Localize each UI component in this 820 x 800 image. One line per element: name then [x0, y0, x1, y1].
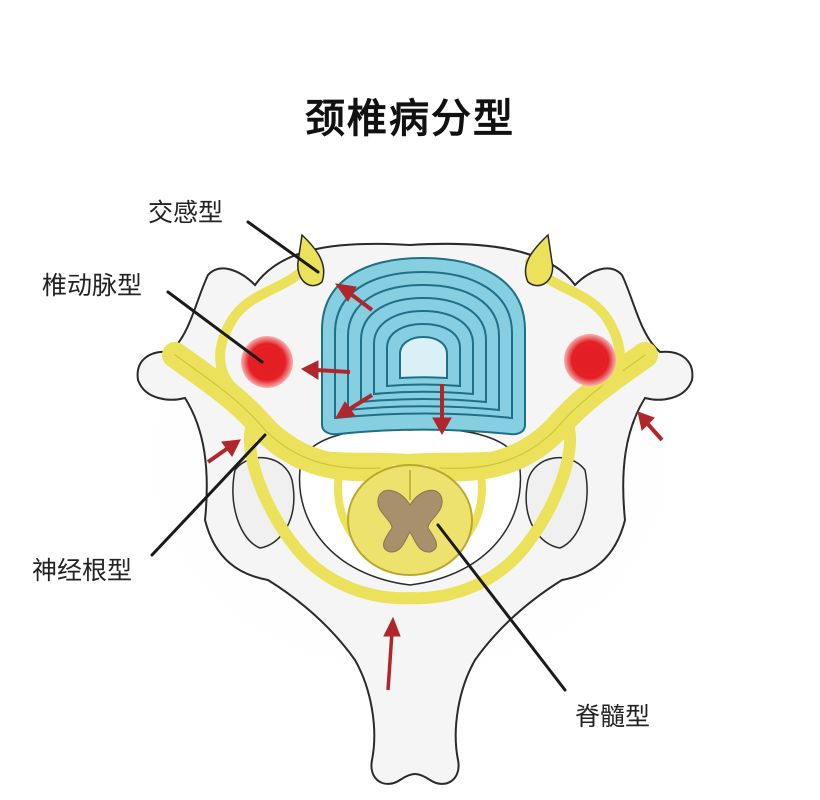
- page-title: 颈椎病分型: [305, 96, 515, 142]
- arrow-artery: [300, 360, 351, 380]
- left-nerve-root-outline: [174, 354, 381, 469]
- right-sympathetic-trunk: [525, 257, 625, 400]
- leader-nerve-root: [150, 433, 267, 557]
- label-vertebral-artery: 椎动脉型: [42, 271, 143, 300]
- gray-matter: [377, 490, 443, 553]
- dural-sac-band: [243, 410, 577, 605]
- arrow-posterior: [383, 616, 401, 691]
- label-nerve-root: 神经根型: [32, 556, 133, 585]
- label-sympathetic: 交感型: [148, 198, 224, 227]
- arrow-left-root: [335, 393, 374, 419]
- left-sympathetic-trunk: [215, 257, 315, 400]
- left-vertebral-artery-core: [252, 347, 282, 377]
- arrow-right-root: [637, 411, 664, 442]
- right-vertebral-artery-core: [575, 345, 605, 375]
- leader-vertebral-artery: [166, 290, 264, 364]
- leader-lines: [150, 220, 567, 692]
- label-spinal-cord: 脊髓型: [575, 702, 651, 731]
- arrow-sympathetic: [334, 283, 374, 312]
- intervertebral-disc: [321, 256, 526, 436]
- compression-arrows: [206, 283, 664, 691]
- arrow-left-foramen: [206, 439, 241, 464]
- spinal-cord: [347, 464, 473, 576]
- leader-spinal-cord: [436, 523, 567, 692]
- arrow-cord-top: [432, 384, 452, 436]
- leader-sympathetic: [246, 220, 320, 274]
- right-sympathetic-ganglion: [524, 233, 554, 287]
